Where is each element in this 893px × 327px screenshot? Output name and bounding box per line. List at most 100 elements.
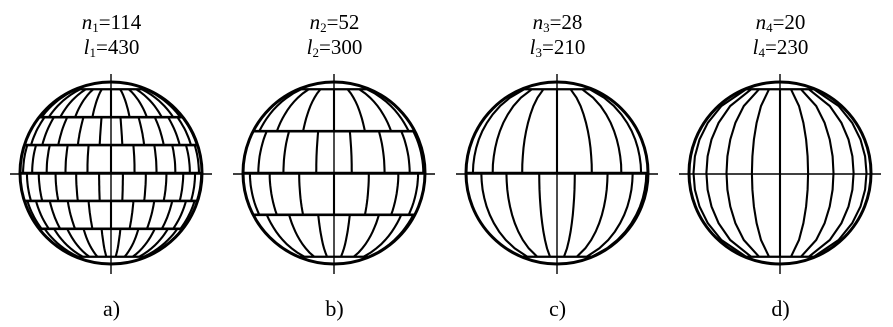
meridian-rib bbox=[178, 173, 185, 202]
panel-d-l-line: l4=230 bbox=[752, 35, 809, 60]
meridian-rib bbox=[400, 130, 411, 174]
meridian-rib bbox=[37, 173, 44, 202]
meridian-rib bbox=[790, 88, 810, 258]
meridian-rib bbox=[119, 117, 124, 146]
meridian-rib bbox=[22, 144, 29, 173]
meridian-rib bbox=[265, 214, 305, 258]
meridian-rib bbox=[586, 172, 634, 258]
meridian-rib bbox=[34, 200, 50, 230]
meridian-rib bbox=[808, 88, 855, 258]
panel-b-caption: b) bbox=[325, 296, 344, 321]
meridian-rib bbox=[167, 116, 181, 146]
meridian-rib bbox=[750, 88, 770, 258]
panel-c-sphere bbox=[456, 74, 658, 274]
meridian-rib bbox=[59, 88, 87, 118]
meridian-rib bbox=[41, 116, 55, 146]
meridian-rib bbox=[813, 88, 868, 258]
meridian-rib bbox=[128, 200, 135, 229]
meridian-rib bbox=[505, 172, 538, 258]
meridian-rib bbox=[282, 130, 291, 174]
meridian-rib bbox=[160, 200, 174, 230]
meridian-rib bbox=[132, 145, 136, 174]
panel-d-caption: d) bbox=[771, 296, 790, 321]
meridian-rib bbox=[589, 88, 643, 174]
meridian-rib bbox=[412, 130, 425, 174]
meridian-rib bbox=[64, 144, 69, 173]
meridian-rib bbox=[31, 144, 38, 173]
meridian-rib bbox=[491, 88, 533, 174]
meridian-rib bbox=[563, 172, 576, 258]
panel-b-n-line: n2=52 bbox=[309, 10, 360, 35]
panel-a-sphere bbox=[10, 74, 212, 274]
panel-c-n-line: n3=28 bbox=[532, 10, 583, 35]
meridian-rib bbox=[57, 116, 69, 146]
meridian-rib bbox=[162, 173, 168, 202]
meridian-rib bbox=[76, 116, 85, 146]
panel-c-label: n3=28 l3=210 bbox=[446, 10, 669, 60]
meridian-rib bbox=[25, 172, 33, 202]
panel-b: n2=52 l2=300 b) bbox=[223, 0, 446, 327]
meridian-rib bbox=[53, 228, 84, 258]
meridian-rib bbox=[54, 173, 60, 202]
panel-b-sphere bbox=[233, 74, 435, 274]
meridian-rib bbox=[366, 88, 410, 132]
panel-a-label: n1=114 l1=430 bbox=[0, 10, 223, 60]
meridian-rib bbox=[257, 130, 268, 174]
meridian-rib bbox=[390, 173, 400, 216]
meridian-rib bbox=[30, 116, 46, 146]
meridian-rib bbox=[119, 88, 131, 118]
meridian-rib bbox=[43, 228, 79, 258]
meridian-rib bbox=[138, 228, 169, 258]
meridian-rib bbox=[45, 144, 51, 173]
meridian-rib bbox=[368, 214, 415, 258]
meridian-rib bbox=[725, 88, 760, 258]
meridian-rib bbox=[179, 200, 196, 230]
meridian-rib bbox=[317, 214, 328, 258]
meridian-rib bbox=[91, 88, 103, 118]
meridian-rib bbox=[145, 200, 156, 230]
meridian-rib bbox=[75, 173, 79, 202]
meridian-rib bbox=[576, 172, 609, 258]
meridian-rib bbox=[363, 214, 403, 258]
meridian-rib bbox=[135, 88, 163, 118]
meridian-rib bbox=[66, 228, 90, 258]
meridian-rib bbox=[100, 228, 108, 257]
meridian-rib bbox=[348, 131, 353, 174]
meridian-rib bbox=[189, 172, 197, 202]
panel-c: n3=28 l3=210 c) bbox=[446, 0, 669, 327]
meridian-rib bbox=[82, 228, 99, 258]
panel-a: n1=114 l1=430 a) bbox=[0, 0, 223, 327]
meridian-rib bbox=[66, 200, 77, 230]
meridian-rib bbox=[315, 131, 320, 174]
meridian-rib bbox=[705, 88, 752, 258]
meridian-rib bbox=[407, 172, 420, 216]
meridian-rib bbox=[800, 88, 835, 258]
meridian-rib bbox=[47, 88, 81, 118]
panel-c-l-line: l3=210 bbox=[529, 35, 586, 60]
meridian-rib bbox=[123, 228, 140, 258]
meridian-rib bbox=[132, 228, 156, 258]
meridian-rib bbox=[581, 88, 623, 174]
meridian-rib bbox=[87, 200, 94, 229]
meridian-rib bbox=[480, 172, 528, 258]
meridian-rib bbox=[346, 88, 366, 132]
panel-b-label: n2=52 l2=300 bbox=[223, 10, 446, 60]
meridian-rib bbox=[275, 88, 310, 132]
meridian-rib bbox=[258, 88, 302, 132]
panel-a-n-line: n1=114 bbox=[81, 10, 142, 35]
panel-a-l-line: l1=430 bbox=[83, 35, 140, 60]
meridian-rib bbox=[569, 88, 593, 174]
panel-d: n4=20 l4=230 d) bbox=[669, 0, 892, 327]
meridian-rib bbox=[363, 173, 370, 216]
meridian-rib bbox=[121, 173, 124, 201]
meridian-rib bbox=[141, 88, 175, 118]
meridian-rib bbox=[98, 117, 103, 146]
meridian-rib bbox=[340, 214, 351, 258]
meridian-rib bbox=[143, 173, 147, 202]
panel-d-label: n4=20 l4=230 bbox=[669, 10, 892, 60]
panel-d-sphere bbox=[679, 74, 881, 274]
meridian-rib bbox=[521, 88, 545, 174]
meridian-rib bbox=[172, 200, 188, 230]
meridian-rib bbox=[302, 88, 322, 132]
meridian-rib bbox=[153, 116, 165, 146]
